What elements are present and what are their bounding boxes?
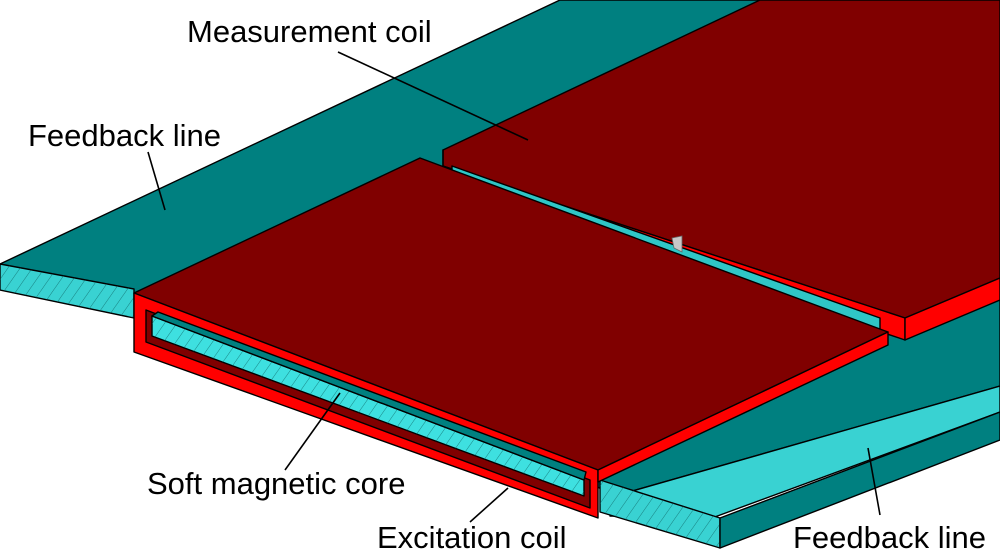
feedback-line-bottom-strip <box>719 411 1000 549</box>
soft-magnetic-core-hatch <box>152 316 584 496</box>
measurement-coil-label: Measurement coil <box>187 14 432 49</box>
feedback-line-left-label: Feedback line <box>28 118 221 153</box>
feedback-line-left-leader <box>147 151 166 211</box>
feedback-line-left-end-hatch <box>0 264 134 318</box>
soft-magnetic-core-label: Soft magnetic core <box>147 466 405 501</box>
feedback-line-right-leader <box>867 447 881 516</box>
excitation-coil-label: Excitation coil <box>377 520 567 551</box>
soft-magnetic-core-leader <box>284 392 341 471</box>
feedback-line-right-label: Feedback line <box>793 520 986 551</box>
excitation-coil <box>133 157 889 519</box>
soft-magnetic-core-top-strip <box>151 311 587 481</box>
labels: Measurement coil Feedback line Soft magn… <box>28 14 986 551</box>
measurement-coil-right-edge <box>904 277 1000 341</box>
excitation-coil-leader <box>469 487 509 523</box>
measurement-coil-leader <box>337 51 529 141</box>
contact-marker <box>671 235 683 253</box>
excitation-coil-right-side <box>597 331 889 483</box>
leader-lines <box>147 51 881 523</box>
feedback-line-right-end-hatch <box>600 480 720 548</box>
